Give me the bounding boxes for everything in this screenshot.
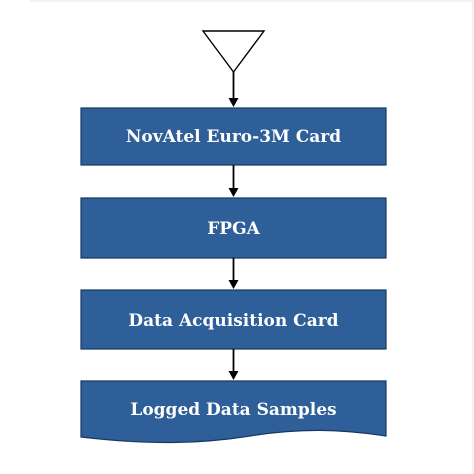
- node-box: [80, 289, 387, 350]
- node-fpga: FPGA: [80, 197, 387, 259]
- node-box: [80, 107, 387, 166]
- node-novatel-card: NovAtel Euro-3M Card: [80, 107, 387, 166]
- arrowhead-daq-samples: [228, 371, 239, 380]
- arrowhead-antenna-card: [228, 98, 239, 107]
- node-data-acquisition-card: Data Acquisition Card: [80, 289, 387, 350]
- node-label: Data Acquisition Card: [128, 311, 338, 331]
- arrowhead-card-fpga: [228, 188, 239, 197]
- node-label: NovAtel Euro-3M Card: [126, 127, 341, 147]
- node-label: FPGA: [207, 219, 260, 239]
- document-shape: [80, 380, 387, 444]
- antenna-icon: [201, 30, 266, 74]
- node-label: Logged Data Samples: [130, 400, 336, 420]
- node-logged-data-samples: Logged Data Samples: [80, 380, 387, 444]
- arrowhead-fpga-daq: [228, 280, 239, 289]
